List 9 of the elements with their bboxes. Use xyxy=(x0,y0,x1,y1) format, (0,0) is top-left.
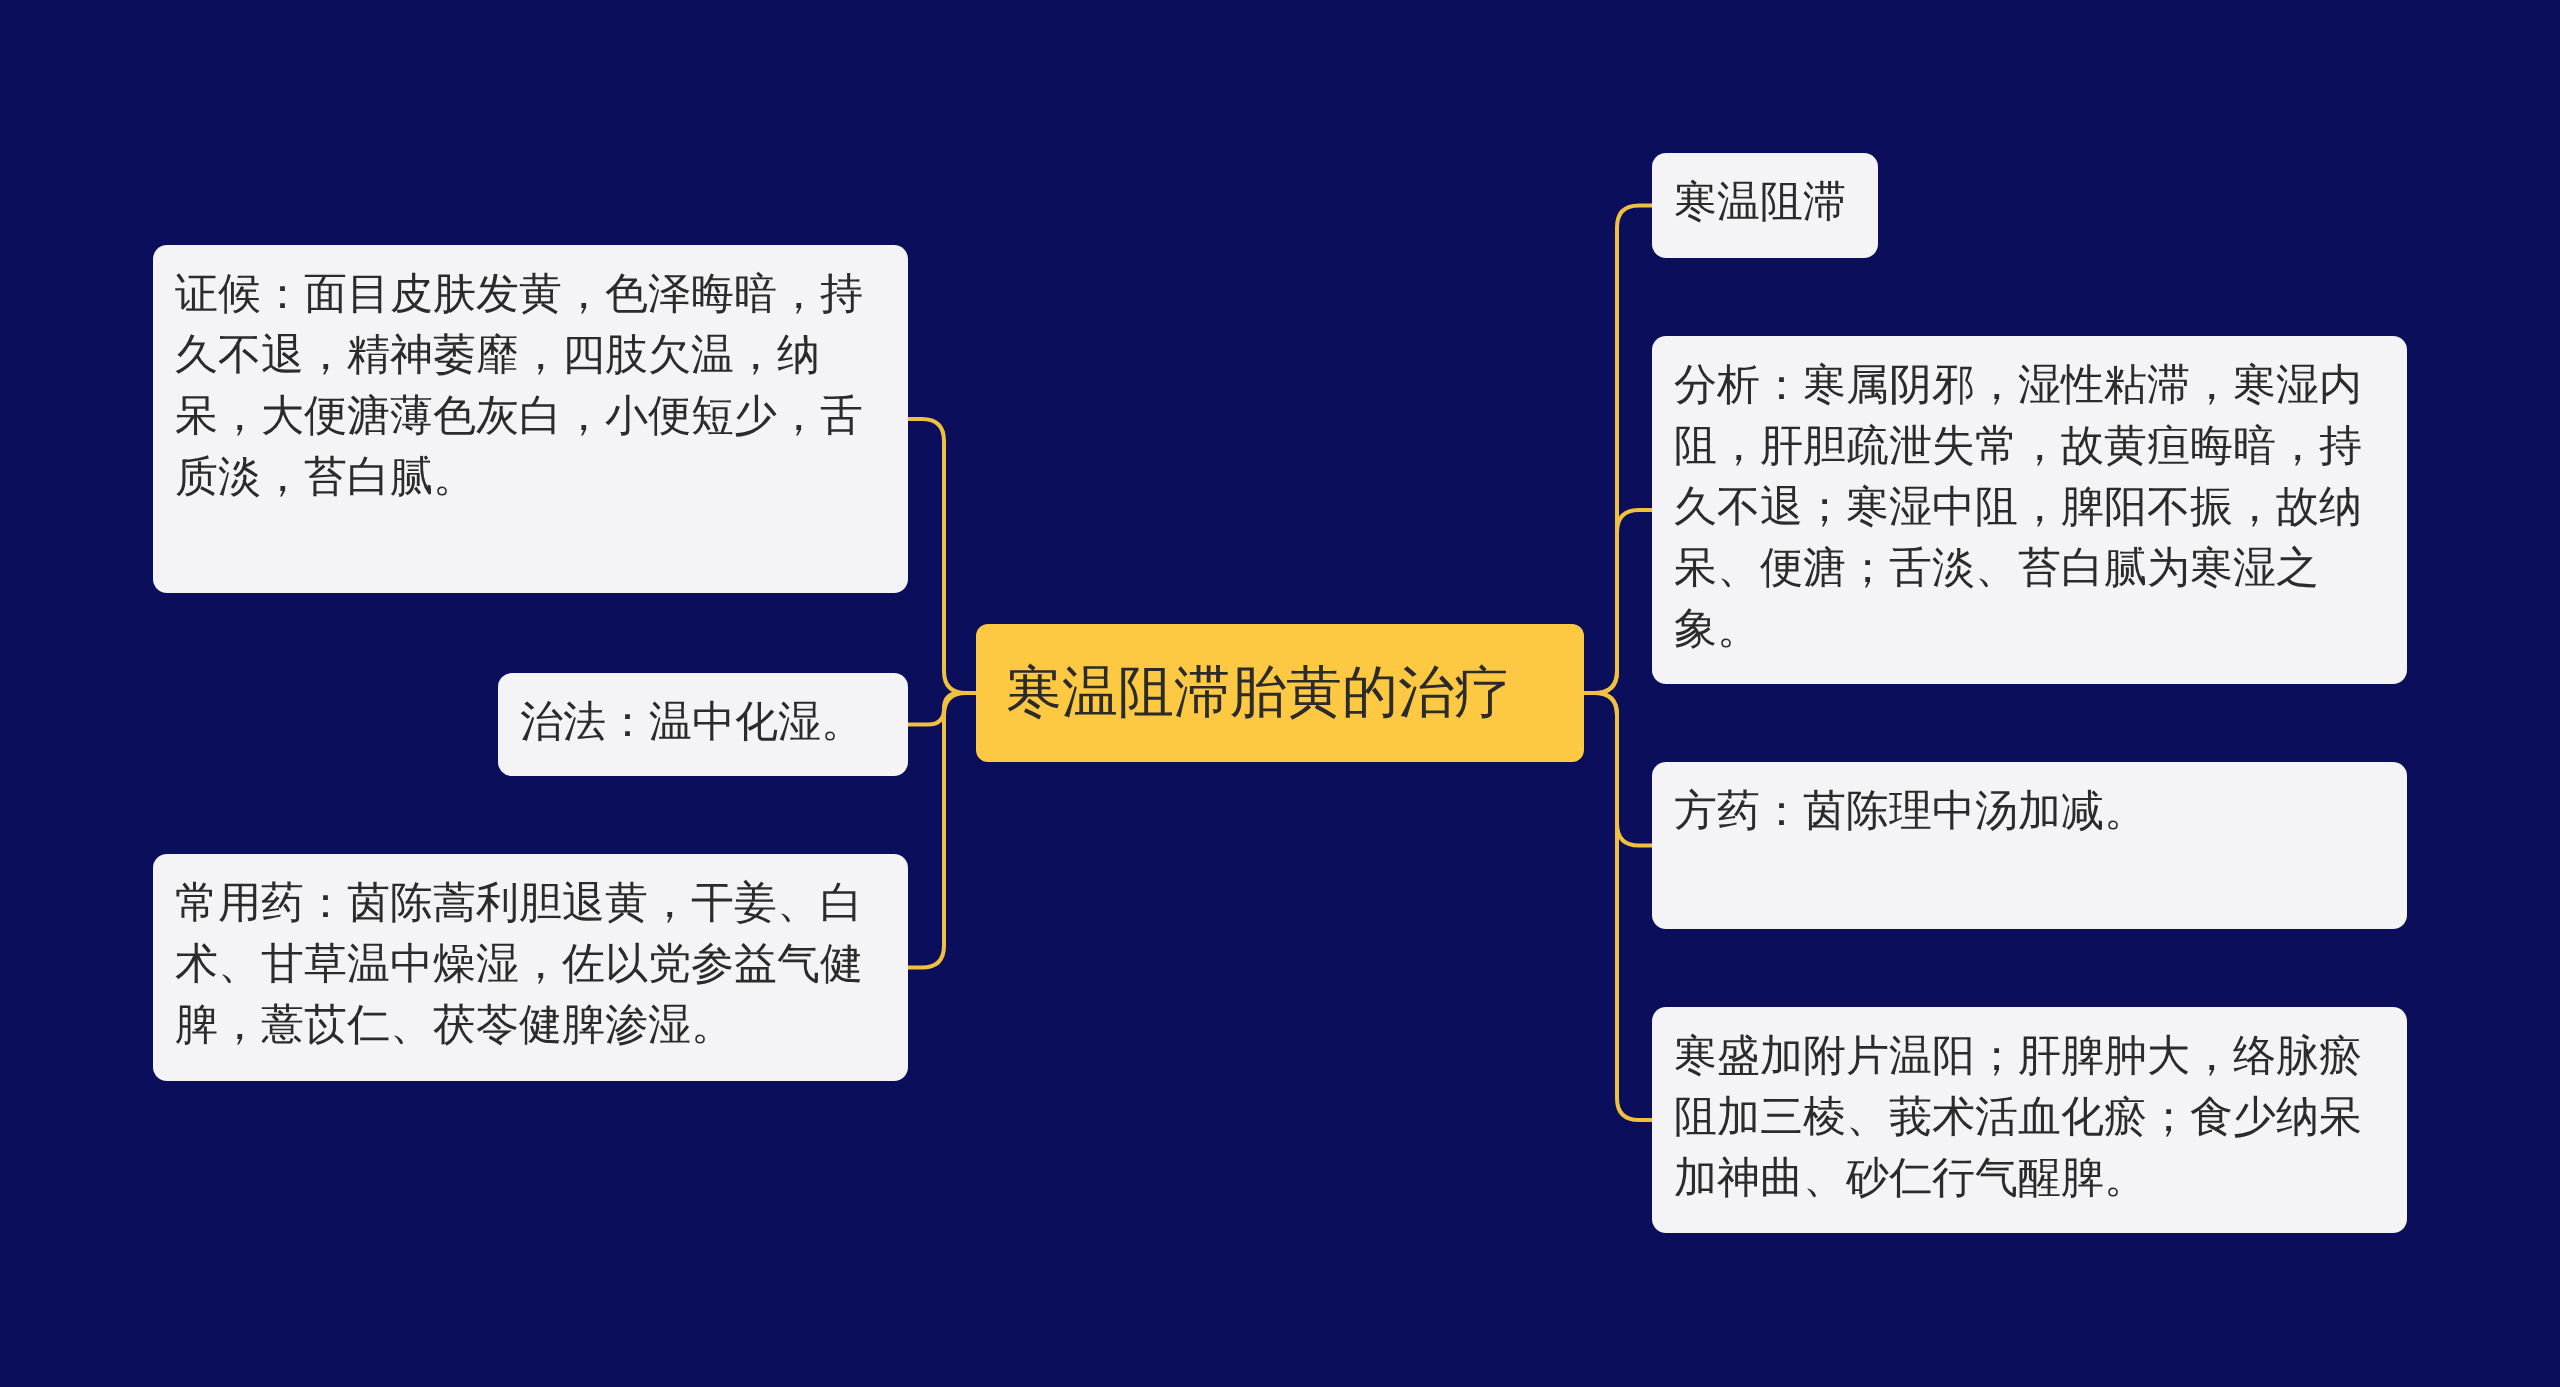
topic-box: 寒温阻滞 xyxy=(1652,153,1878,258)
topic-box: 常用药：茵陈蒿利胆退黄，干姜、白术、甘草温中燥湿，佐以党参益气健脾，薏苡仁、茯苓健脾渗湿。 xyxy=(153,854,908,1081)
central-topic-box: 寒温阻滞胎黄的治疗 xyxy=(976,624,1584,762)
topic-box: 治法：温中化湿。 xyxy=(498,673,908,776)
topic-box: 方药：茵陈理中汤加减。 xyxy=(1652,762,2407,929)
topic-box: 证候：面目皮肤发黄，色泽晦暗，持久不退，精神萎靡，四肢欠温，纳呆，大便溏薄色灰白，小便短少，舌质淡，苔白腻。 xyxy=(153,245,908,593)
connector-line xyxy=(1584,691,1652,1122)
topic-box: 分析：寒属阴邪，湿性粘滞，寒湿内阻，肝胆疏泄失常，故黄疸晦暗，持久不退；寒湿中阻，脾阳不振，故纳呆、便溏；舌淡、苔白腻为寒湿之象。 xyxy=(1652,336,2407,684)
topic-box: 寒盛加附片温阳；肝脾肿大，络脉瘀阻加三棱、莪术活血化瘀；食少纳呆加神曲、砂仁行气醒脾。 xyxy=(1652,1007,2407,1233)
